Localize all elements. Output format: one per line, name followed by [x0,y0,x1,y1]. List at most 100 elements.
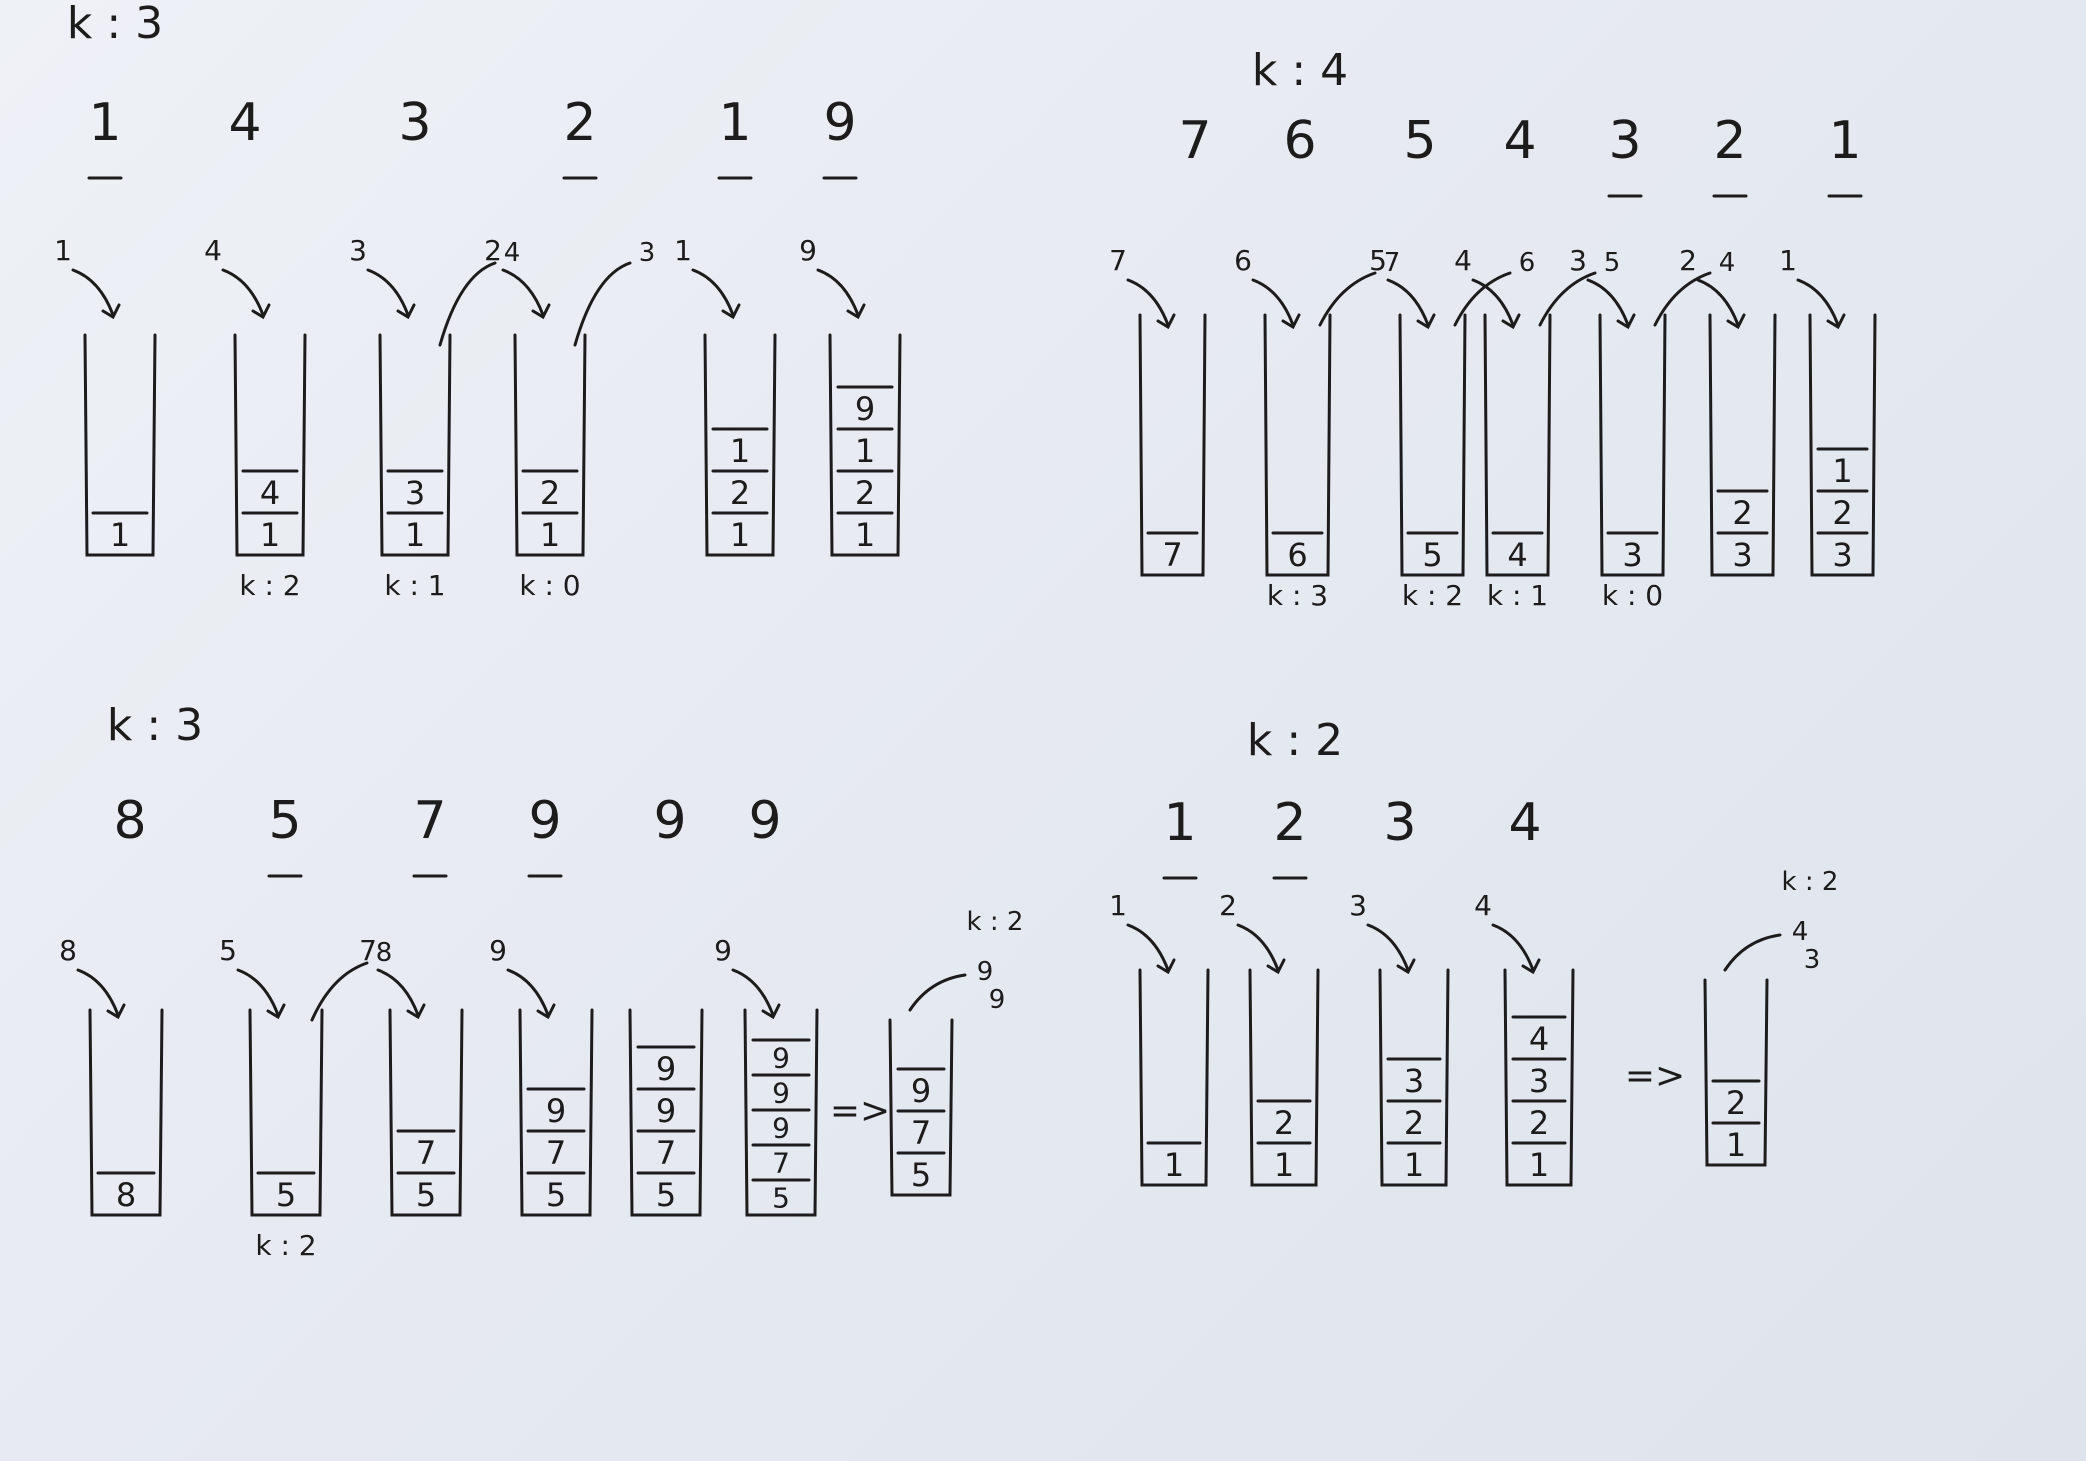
push-arrow [816,268,860,317]
stack-item: 7 [1162,536,1182,574]
stack-item: 3 [1622,536,1642,574]
pop-arrow [310,961,369,1022]
step-k-label: k : 0 [519,569,580,602]
stack-item: 9 [772,1076,790,1109]
stack-container [388,1008,464,1217]
stack-item: 1 [1404,1146,1424,1184]
stack-item: 4 [1507,536,1527,574]
stack-container [1598,313,1667,577]
incoming-number: 4 [1454,244,1472,277]
pop-arrow [1538,271,1597,327]
stack-item: 4 [1529,1020,1549,1058]
incoming-number: 3 [349,234,367,267]
stack-container [1378,968,1450,1187]
step-k-label: k : 2 [255,1229,316,1262]
sequence-number: 7 [1178,111,1211,171]
stack-container [1263,313,1332,577]
stack-item: 1 [260,516,280,554]
pop-arrow [573,261,632,347]
stack-container [1503,968,1575,1187]
stack-item: 5 [911,1156,931,1194]
sequence-number: 5 [268,791,301,851]
panel-k-label: k : 3 [67,0,163,49]
sequence-number: 9 [653,791,686,851]
step-k-label: k : 3 [1267,579,1328,612]
push-arrow [501,268,545,317]
stack-container [1808,313,1877,577]
panel-k-label: k : 3 [107,700,203,751]
pop-arrow [438,261,497,347]
incoming-number: 2 [1679,244,1697,277]
push-arrow [691,268,735,317]
stack-item: 9 [772,1111,790,1144]
sequence-number: 1 [718,93,751,153]
stack-item: 1 [1274,1146,1294,1184]
arrowhead [406,1003,426,1020]
arrowhead [1156,958,1176,975]
stack-item: 1 [1529,1146,1549,1184]
stack-item: 7 [772,1146,790,1179]
stack-item: 1 [540,516,560,554]
incoming-number: 4 [204,234,222,267]
popped-number: 4 [1719,248,1736,278]
stack-item: 1 [730,516,750,554]
push-arrow [1251,278,1295,327]
stack-container [513,333,587,557]
stack-item: 1 [1164,1146,1184,1184]
incoming-number: 3 [1349,889,1367,922]
sequence-number: 9 [748,791,781,851]
result-stack [1703,978,1769,1167]
sequence-number: 8 [113,791,146,851]
stack-container [1398,313,1467,577]
stack-item: 5 [546,1176,566,1214]
stack-item: 5 [1422,536,1442,574]
step-k-label: k : 1 [1487,579,1548,612]
push-arrow [1491,923,1535,972]
stack-item: 1 [855,432,875,470]
result-k-label: k : 2 [1782,867,1839,897]
step-k-label: k : 2 [1402,579,1463,612]
stack-container [828,333,902,557]
arrowhead [846,303,866,320]
push-arrow [1696,278,1740,327]
stack-item: 1 [1726,1126,1746,1164]
incoming-number: 9 [799,234,817,267]
stack-item: 3 [1529,1062,1549,1100]
result-k-label: k : 2 [967,907,1024,937]
popped-number: 4 [504,238,521,268]
arrowhead [1521,958,1541,975]
stack-item: 5 [772,1181,790,1214]
stack-item: 7 [416,1134,436,1172]
incoming-number: 1 [54,234,72,267]
sequence-number: 3 [1608,111,1641,171]
sequence-number: 3 [1383,793,1416,853]
popped-number: 4 [1792,917,1809,947]
sequence-number: 4 [1508,793,1541,853]
stack-container [743,1008,819,1217]
stack-item: 5 [416,1176,436,1214]
sequence-number: 1 [1163,793,1196,853]
stack-item: 9 [656,1050,676,1088]
arrowhead [1726,313,1746,330]
push-arrow [506,968,550,1017]
popped-number: 7 [1384,248,1401,278]
incoming-number: 5 [1369,244,1387,277]
arrowhead [1616,313,1636,330]
arrowhead [536,1003,556,1020]
push-arrow [731,968,775,1017]
push-arrow [1236,923,1280,972]
sequence-number: 9 [528,791,561,851]
push-arrow [1471,278,1515,327]
stack-item: 2 [1832,494,1852,532]
push-arrow [1586,278,1630,327]
stack-item: 2 [1404,1104,1424,1142]
incoming-number: 7 [1109,244,1127,277]
stack-item: 3 [1732,536,1752,574]
incoming-number: 1 [1779,244,1797,277]
pop-arrow [1318,271,1377,327]
stack-item: 9 [772,1041,790,1074]
arrowhead [1266,958,1286,975]
step-k-label: k : 1 [384,569,445,602]
